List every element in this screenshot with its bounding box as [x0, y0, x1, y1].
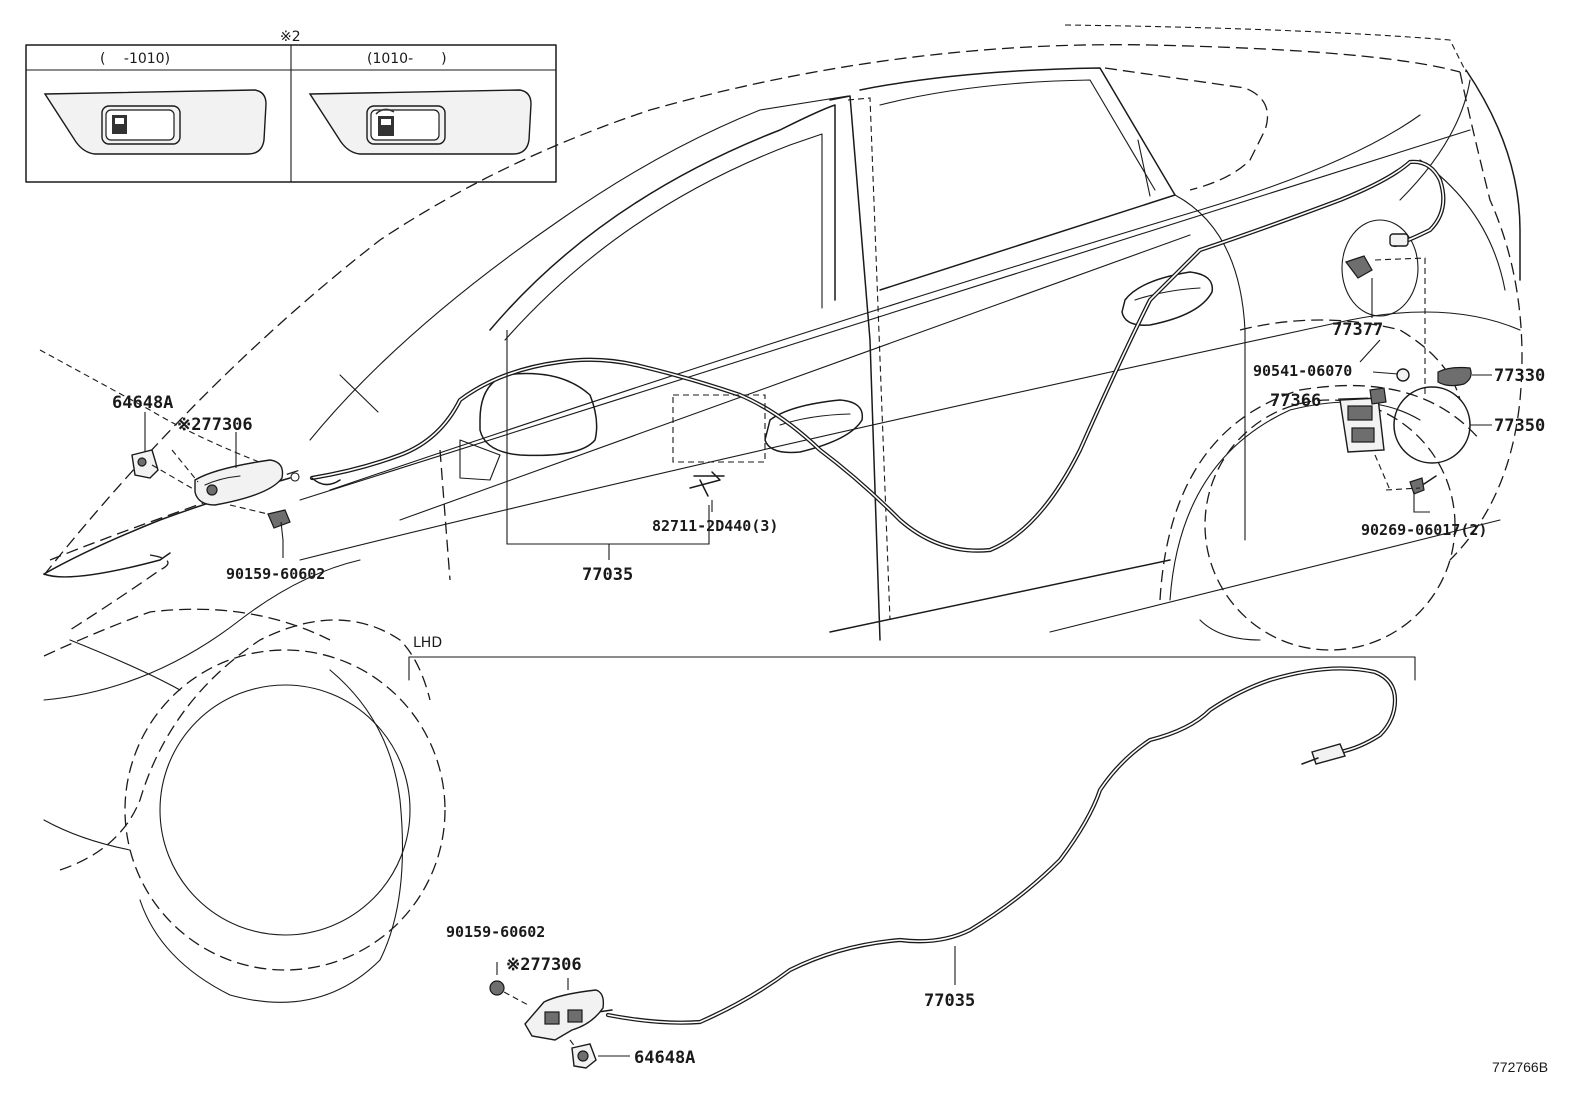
rear-door-handle — [1121, 271, 1214, 326]
callout-77306-top: ※277306 — [177, 415, 253, 435]
lhd-lever-part — [524, 989, 605, 1041]
fuel-door-bumper-part — [1396, 368, 1410, 382]
inset-note-mark: ※2 — [280, 29, 301, 45]
fuel-door-clip-part — [1369, 387, 1387, 405]
callout-labels: 64648A ※277306 90159-60602 77035 82711-2… — [112, 320, 1548, 1075]
lhd-label: LHD — [413, 635, 442, 651]
opener-lever-late — [308, 89, 532, 155]
fuel-opener-cable-lower — [597, 666, 1398, 1025]
lhd-screw-part — [489, 962, 505, 996]
callout-82711: 82711-2D440(3) — [652, 517, 778, 535]
opener-lever-early — [43, 89, 267, 155]
fuel-door-screw-part — [1409, 475, 1437, 495]
fuel-door-hinge-part — [1339, 397, 1385, 453]
callout-90159-bottom: 90159-60602 — [446, 923, 545, 941]
lever-bracket-part — [131, 449, 159, 479]
callout-64648a-top: 64648A — [112, 393, 173, 413]
fuel-door-opener-icon — [375, 108, 395, 136]
side-mirror — [459, 372, 598, 481]
callout-77306-bottom: ※277306 — [506, 955, 582, 975]
cable-clip-zone — [672, 394, 766, 497]
callout-90159-top: 90159-60602 — [226, 565, 325, 583]
fuel-opener-cable-upper — [309, 159, 1446, 553]
callout-77035-top: 77035 — [582, 565, 633, 585]
screw-part — [267, 509, 291, 541]
inset-left-header: ( -1010) — [100, 51, 170, 67]
diagram-reference-number: 772766B — [1492, 1059, 1548, 1075]
inset-right-header: (1010- ) — [367, 51, 447, 67]
fuel-door-spring-part — [1437, 366, 1472, 387]
callout-90541: 90541-06070 — [1253, 362, 1352, 380]
callout-77330: 77330 — [1494, 366, 1545, 386]
car-body-outline — [39, 24, 1523, 1003]
upper-front-parts — [131, 449, 300, 541]
lhd-bracket-part — [571, 1043, 597, 1069]
opener-lever-part — [194, 459, 284, 506]
callout-90269: 90269-06017(2) — [1361, 521, 1487, 539]
callout-64648a-bottom: 64648A — [634, 1048, 695, 1068]
lock-actuator-part — [1345, 255, 1373, 279]
fuel-door-parts — [1339, 255, 1472, 495]
callout-77377: 77377 — [1332, 320, 1383, 340]
inset-variants-box: ※2 ( -1010) (1010- ) — [25, 29, 557, 183]
callout-leaders — [144, 278, 1492, 1057]
callout-77366: 77366 — [1270, 391, 1321, 411]
lhd-section: LHD — [408, 635, 1416, 1069]
callout-77035-bottom: 77035 — [924, 991, 975, 1011]
fuel-door-opener-icon — [112, 115, 127, 134]
callout-77350: 77350 — [1494, 416, 1545, 436]
